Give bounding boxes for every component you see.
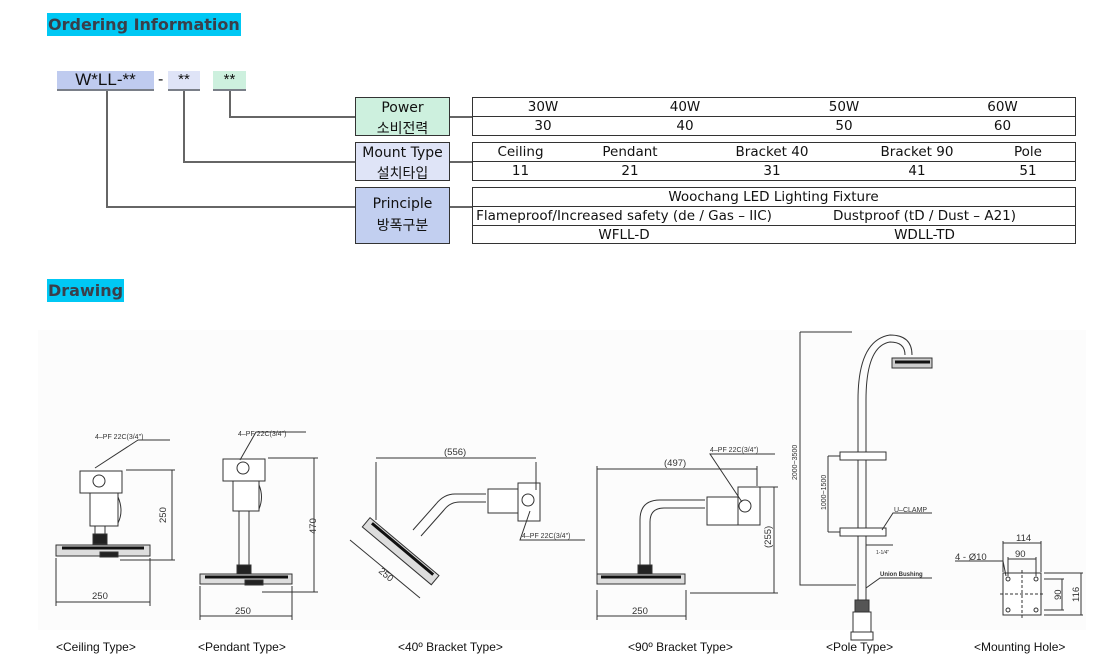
mount-type-label-ko: 설치타입 xyxy=(376,166,429,182)
caption-pole-type: <Pole Type> xyxy=(826,640,894,654)
mount-type-label-en: Mount Type xyxy=(362,145,443,161)
mount-names-row: Ceiling Pendant Bracket 40 Bracket 90 Po… xyxy=(473,143,1075,162)
mount-option-code: 11 xyxy=(511,163,530,179)
principle-names-row: Flameproof/Increased safety (de / Gas – … xyxy=(473,207,1075,226)
power-code: ** xyxy=(213,71,246,91)
mount-type-table: Ceiling Pendant Bracket 40 Bracket 90 Po… xyxy=(472,142,1076,181)
caption-90-bracket-type: <90º Bracket Type> xyxy=(628,640,733,654)
bracket-40-drawing: (556) 4–PF 22C(3/4") 250 xyxy=(349,447,585,599)
mount-code: ** xyxy=(168,71,200,91)
mount-option-code: 21 xyxy=(621,163,639,179)
principle-table: Woochang LED Lighting Fixture Flameproof… xyxy=(472,187,1076,244)
principle-option-code: WFLL-D xyxy=(598,227,650,243)
mount-codes-row: 11 21 31 41 51 xyxy=(473,162,1075,180)
principle-codes-row: WFLL-D WDLL-TD xyxy=(473,226,1075,244)
svg-text:4–PF 22C(3/4"): 4–PF 22C(3/4") xyxy=(238,431,286,438)
caption-pendant-type: <Pendant Type> xyxy=(198,640,286,654)
svg-text:1000~1500: 1000~1500 xyxy=(821,475,828,510)
caption-mounting-hole: <Mounting Hole> xyxy=(974,640,1066,654)
power-option-code: 50 xyxy=(835,118,853,134)
svg-text:90: 90 xyxy=(1053,589,1064,600)
principle-connector-v xyxy=(106,91,108,207)
svg-text:116: 116 xyxy=(1071,587,1082,602)
ordering-information-heading: Ordering Information xyxy=(47,13,241,36)
svg-text:250: 250 xyxy=(376,566,395,585)
principle-label-en: Principle xyxy=(372,196,433,212)
svg-text:(556): (556) xyxy=(444,447,466,458)
ceiling-type-drawing: 4–PF 22C(3/4") 250 250 xyxy=(55,434,175,606)
power-option-name: 60W xyxy=(987,99,1018,115)
model-code: W*LL-** xyxy=(57,71,154,91)
svg-text:250: 250 xyxy=(158,507,169,523)
pendant-type-drawing: 4–PF 22C(3/4") 470 250 xyxy=(199,431,319,620)
mount-connector-h xyxy=(183,161,355,163)
mount-option-code: 31 xyxy=(763,163,781,179)
mount-option-name: Ceiling xyxy=(497,144,544,160)
power-label-ko: 소비전력 xyxy=(376,121,429,137)
svg-text:Union Bushing: Union Bushing xyxy=(880,572,923,578)
svg-text:114: 114 xyxy=(1016,533,1031,544)
mount-option-name: Bracket 40 xyxy=(735,144,809,160)
svg-text:250: 250 xyxy=(235,606,251,617)
power-label-en: Power xyxy=(381,100,424,116)
svg-text:250: 250 xyxy=(632,606,648,617)
power-option-code: 60 xyxy=(993,118,1012,134)
principle-header: Woochang LED Lighting Fixture xyxy=(668,189,879,205)
mount-connector-v xyxy=(183,91,185,162)
mount-type-label-box: Mount Type 설치타입 xyxy=(355,142,450,182)
bracket-90-drawing: (497) 4–PF 22C(3/4") (255) 250 xyxy=(596,447,778,620)
power-table: 30W 40W 50W 60W 30 40 50 60 xyxy=(472,97,1076,136)
mount-option-name: Bracket 90 xyxy=(880,144,954,160)
principle-link xyxy=(450,206,472,208)
svg-text:U–CLAMP: U–CLAMP xyxy=(894,507,927,514)
power-label-box: Power 소비전력 xyxy=(355,97,450,137)
power-connector-h xyxy=(229,116,355,118)
caption-ceiling-type: <Ceiling Type> xyxy=(56,640,136,654)
svg-text:4–PF 22C(3/4"): 4–PF 22C(3/4") xyxy=(522,533,570,540)
mount-option-name: Pole xyxy=(1014,144,1042,160)
svg-text:2000~3500: 2000~3500 xyxy=(792,445,799,480)
svg-text:1-1/4": 1-1/4" xyxy=(876,550,889,556)
principle-label-box: Principle 방폭구분 xyxy=(355,187,450,244)
principle-header-row: Woochang LED Lighting Fixture xyxy=(473,188,1075,207)
mount-option-code: 51 xyxy=(1019,163,1037,179)
principle-label-ko: 방폭구분 xyxy=(376,218,429,234)
svg-text:4–PF 22C(3/4"): 4–PF 22C(3/4") xyxy=(95,434,143,441)
power-option-name: 30W xyxy=(527,99,559,115)
code-separator: - xyxy=(158,71,164,88)
principle-connector-h xyxy=(106,206,355,208)
power-names-row: 30W 40W 50W 60W xyxy=(473,98,1075,117)
svg-text:250: 250 xyxy=(92,591,108,602)
principle-option-name: Dustproof (tD / Dust – A21) xyxy=(832,208,1017,224)
mount-option-name: Pendant xyxy=(602,144,658,160)
svg-text:470: 470 xyxy=(308,518,319,534)
power-option-name: 40W xyxy=(669,99,701,115)
svg-text:90: 90 xyxy=(1015,549,1026,560)
mounting-hole-drawing: 114 90 4 - Ø10 90 116 xyxy=(955,533,1083,618)
svg-text:4 - Ø10: 4 - Ø10 xyxy=(955,552,987,563)
caption-40-bracket-type: <40º Bracket Type> xyxy=(398,640,503,654)
power-option-code: 40 xyxy=(676,118,694,134)
drawing-heading: Drawing xyxy=(47,279,125,302)
power-option-code: 30 xyxy=(534,118,552,134)
svg-text:(255): (255) xyxy=(763,526,774,548)
mount-option-code: 41 xyxy=(908,163,926,179)
mount-link xyxy=(450,161,472,163)
svg-text:4–PF 22C(3/4"): 4–PF 22C(3/4") xyxy=(710,447,758,454)
power-connector-v xyxy=(229,91,231,117)
power-option-name: 50W xyxy=(828,99,860,115)
svg-text:(497): (497) xyxy=(664,458,686,469)
power-link xyxy=(450,116,472,118)
principle-option-code: WDLL-TD xyxy=(894,227,955,243)
power-codes-row: 30 40 50 60 xyxy=(473,117,1075,135)
pole-type-drawing: 2000~3500 1000~1500 U–CLAMP 1-1/4" Union… xyxy=(792,331,933,641)
principle-option-name: Flameproof/Increased safety (de / Gas – … xyxy=(476,208,772,224)
